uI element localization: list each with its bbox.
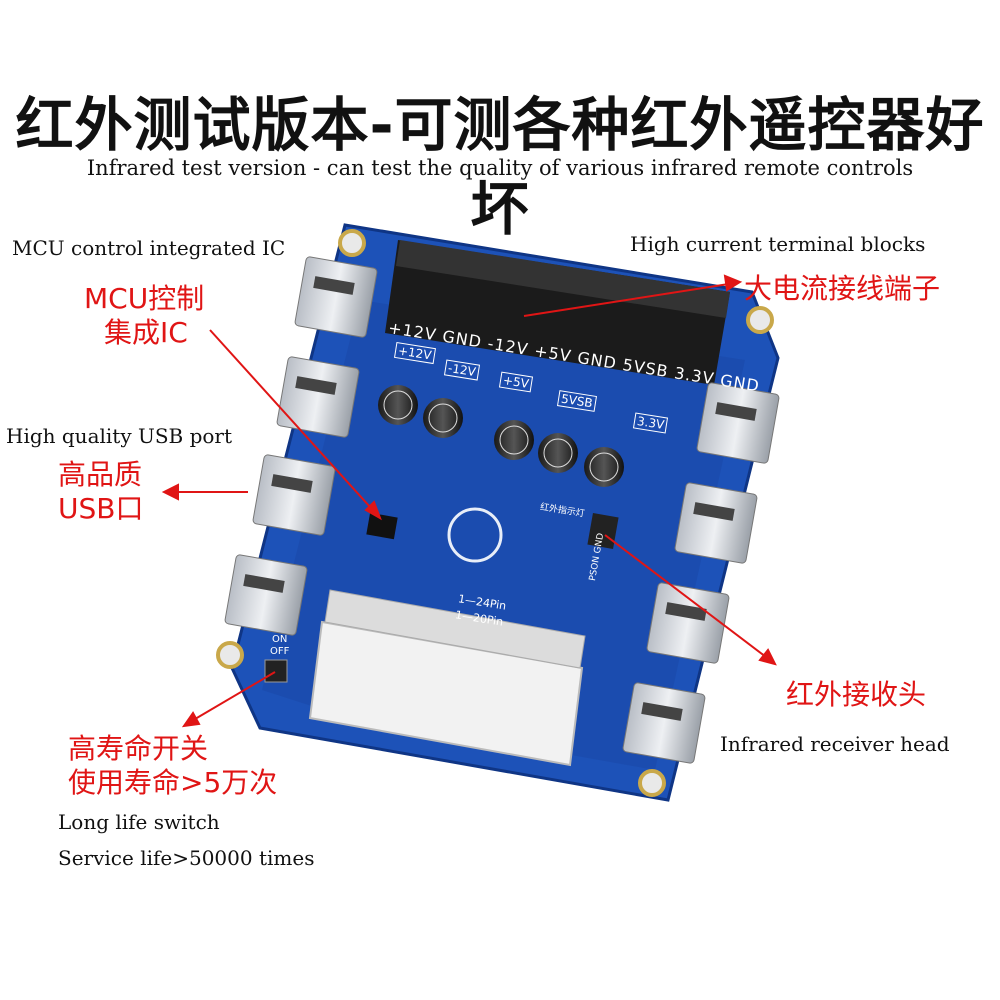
usb-ports-right xyxy=(622,382,780,764)
mcu-label-cn-1: MCU控制 xyxy=(84,282,205,315)
mcu-chip xyxy=(366,512,398,540)
usb-ports-left xyxy=(224,256,378,636)
usb-label-cn-2: USB口 xyxy=(58,492,144,525)
switch-label-cn-2: 使用寿命>5万次 xyxy=(68,766,278,799)
terminal-label-en: High current terminal blocks xyxy=(630,232,926,256)
atx-connector xyxy=(308,589,586,767)
switch-off-label: OFF xyxy=(270,646,290,657)
receiver-label-en: Infrared receiver head xyxy=(720,732,950,756)
switch-label-en-2: Service life>50000 times xyxy=(58,846,315,870)
usb-label-en: High quality USB port xyxy=(6,424,233,448)
terminal-block xyxy=(385,240,730,385)
receiver-label-cn: 红外接收头 xyxy=(786,678,927,711)
usb-label-cn-1: 高品质 xyxy=(58,458,143,491)
mcu-label-cn-2: 集成IC xyxy=(104,316,188,349)
capacitors xyxy=(378,385,624,487)
page-title-en: Infrared test version - can test the qua… xyxy=(86,156,914,180)
page-title-cn: 红外测试版本-可测各种红外遥控器好坏 xyxy=(15,91,985,243)
terminal-label-cn: 大电流接线端子 xyxy=(744,272,941,305)
buzzer-outline xyxy=(447,507,503,563)
mcu-label-en: MCU control integrated IC xyxy=(12,236,286,260)
switch-label-cn-1: 高寿命开关 xyxy=(68,732,209,765)
power-switch xyxy=(264,659,288,683)
switch-on-label: ON xyxy=(272,634,288,645)
switch-label-en-1: Long life switch xyxy=(58,810,220,834)
callout-arrows xyxy=(161,274,777,728)
